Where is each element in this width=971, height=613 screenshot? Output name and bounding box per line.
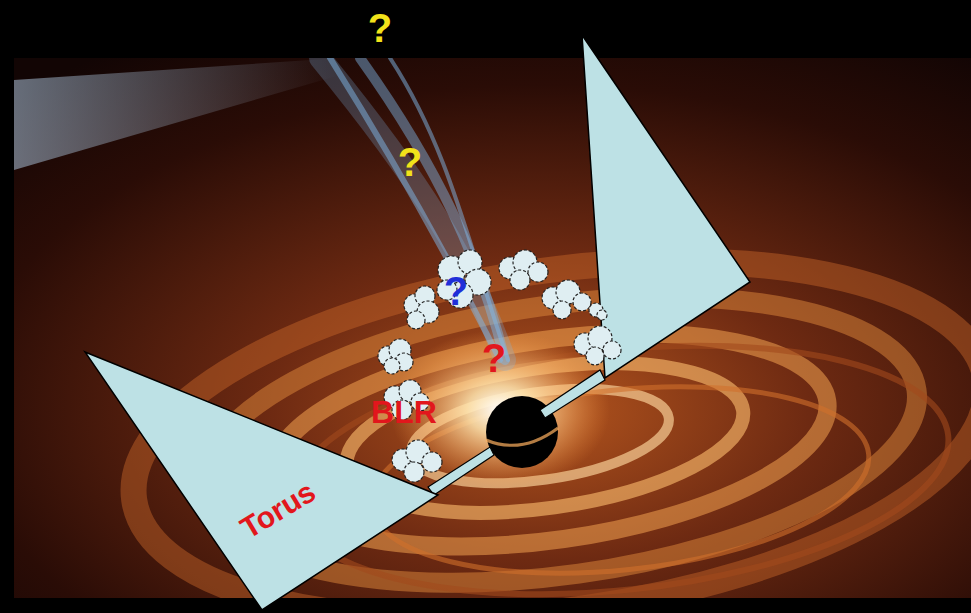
triangle-shape bbox=[85, 352, 438, 610]
question-mark: ? bbox=[398, 142, 422, 182]
region-label: BLR bbox=[371, 396, 437, 428]
torus-right bbox=[582, 35, 750, 378]
question-mark: ? bbox=[368, 8, 392, 48]
blr-clouds bbox=[378, 250, 621, 482]
question-mark: ? bbox=[444, 271, 468, 311]
torus-section: Torus bbox=[85, 352, 438, 610]
question-mark: ? bbox=[482, 338, 506, 378]
triangle-outline bbox=[85, 352, 438, 610]
disk-right bbox=[540, 370, 605, 418]
